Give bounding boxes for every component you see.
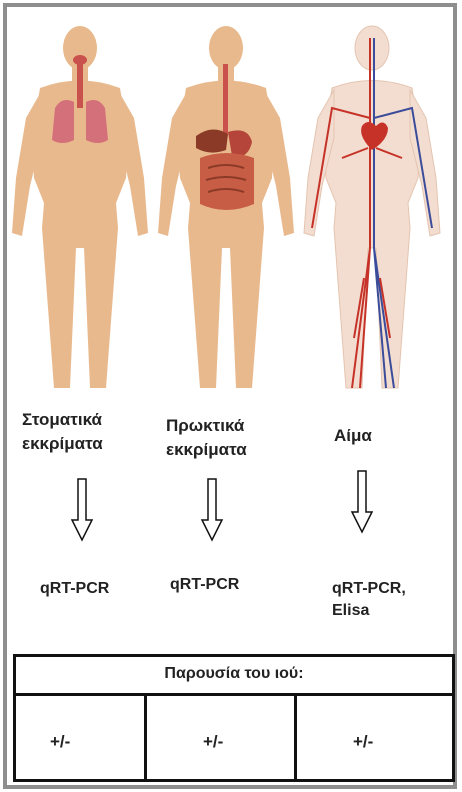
down-arrow-icon [200, 478, 224, 542]
sample-label-blood: Αίμα [334, 424, 372, 448]
table-cell-anal: +/- [147, 696, 297, 779]
down-arrow-icon [350, 470, 374, 534]
respiratory-system-figure [10, 18, 150, 396]
sample-label-anal: Πρωκτικά εκκρίματα [166, 414, 247, 462]
result-value: +/- [203, 732, 223, 752]
down-arrow-icon [70, 478, 94, 542]
table-header: Παρουσία του ιού: [16, 657, 452, 696]
table-cell-blood: +/- [297, 696, 452, 779]
digestive-system-figure [156, 18, 296, 396]
method-label-oral: qRT-PCR [40, 578, 109, 600]
table-cell-oral: +/- [16, 696, 147, 779]
body-outline [304, 26, 440, 388]
circulatory-system-figure [302, 18, 442, 396]
method-label-anal: qRT-PCR [170, 574, 239, 596]
result-value: +/- [353, 732, 373, 752]
method-label-blood: qRT-PCR, Elisa [332, 578, 406, 622]
result-value: +/- [50, 732, 70, 752]
virus-presence-table: Παρουσία του ιού: +/- +/- +/- [13, 654, 455, 782]
sample-label-oral: Στοματικά εκκρίματα [22, 408, 103, 456]
